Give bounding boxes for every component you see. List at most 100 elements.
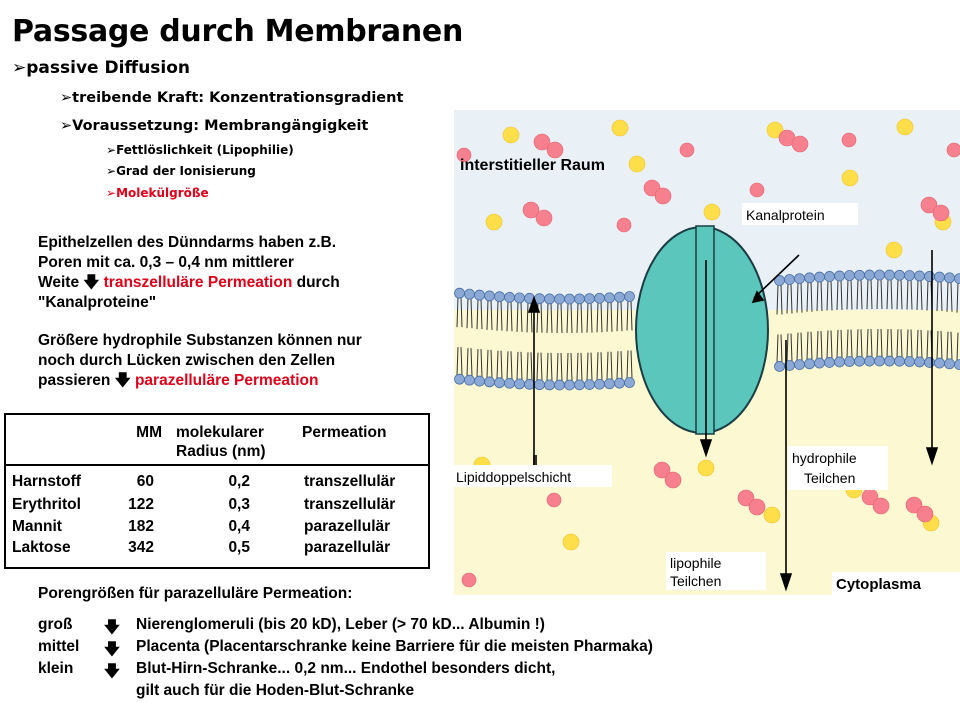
label-teilchen: Teilchen [670,573,721,589]
lipid-tail [896,329,899,358]
lipid-tail [460,297,463,328]
lipid-tail [556,352,559,382]
lipid-tail [896,279,899,310]
lipid-head [624,377,635,388]
lipid-tail [870,329,873,358]
permeation-table: MM molekularer Radius (nm) Permeation Ha… [4,413,430,569]
lipid-tail [920,279,923,310]
bullet-text: Voraussetzung: Membrangängigkeit [72,118,369,134]
lipid-tail [880,278,883,310]
lipid-tail [826,280,829,311]
bullet-ionisierung: ➢Grad der Ionisierung [106,164,256,178]
hydrophilic-particle [946,142,960,158]
lipid-tail [946,281,949,312]
label-hydrophile: hydrophile [792,450,857,466]
lipid-head [564,379,575,391]
lipid-head [844,270,855,281]
lipid-tail [610,301,613,332]
table-cell-name: Erythritol [12,496,81,513]
page-title: Passage durch Membranen [12,14,463,49]
lipid-head [794,359,805,370]
lipid-tail [566,302,569,333]
bullet-arrow-icon: ➢ [60,118,73,134]
arrow-head [751,290,765,304]
hydrophilic-particle [456,147,472,163]
lipid-tail [856,329,859,358]
lipid-tail [820,331,823,360]
lipid-tail [790,333,793,362]
lipid-tail [570,352,573,381]
lipid-head [624,291,635,302]
lipid-head [834,356,845,368]
lipid-tail [956,282,959,313]
lipid-tail [530,352,533,381]
lipid-head [594,378,605,390]
table-cell-permeation: transzellulär [304,496,396,513]
lipid-head [524,378,535,390]
lipid-tail [886,279,889,310]
lipid-head [924,357,935,368]
lipid-head [774,361,785,372]
lipid-tail [586,352,589,381]
lipid-bilayer [454,269,960,391]
lipophilic-particle [697,459,715,477]
bullet-text: Grad der Ionisierung [116,164,256,178]
lipid-tail [786,283,789,314]
pore-size-continuation: gilt auch für die Hoden-Blut-Schranke [136,682,415,699]
lipid-tail [506,351,509,380]
hydrophilic-particle [749,182,765,198]
pore-size-text: Nierenglomeruli (bis 20 kD), Leber (> 70… [136,616,545,633]
highlight-transzellulaer: transzelluläre Permeation [103,274,293,291]
header-mm: MM [136,424,162,441]
table-cell-mm: 182 [128,518,154,535]
lipid-tail [550,302,553,333]
lipid-head [554,293,565,305]
lipid-tail [470,348,473,377]
lipid-head [504,291,515,303]
lipid-head [864,355,875,367]
table-cell-radius: 0,5 [228,539,250,556]
lipid-tail [936,331,939,360]
lipid-tail [956,332,959,361]
lipid-tail [876,328,879,358]
label-lipophile: lipophile [670,555,722,571]
lipid-tail [500,350,503,379]
text-line: Weite 🡇 transzelluläre Permeation durch [38,273,438,293]
lipid-tail [590,302,593,333]
lipid-head [464,288,475,300]
hydrophilic-particle [679,142,695,158]
lipid-tail [590,352,593,381]
lipid-tail [810,281,813,312]
hydrophilic-particle [654,187,672,205]
pores-heading: Porengrößen für parazelluläre Permeation… [38,585,353,602]
lipid-tail [780,284,783,315]
table-cell-radius: 0,4 [228,518,250,535]
down-arrow-icon: 🡇 [104,641,120,658]
lipophilic-particle [562,533,580,551]
lipid-head [584,293,595,304]
lipophilic-particle [502,126,520,144]
lipid-tail [456,297,459,328]
lipid-head [894,269,905,281]
lipid-tail [480,299,483,330]
hydrophilic-particle [546,141,564,159]
paragraph-hydrophile-substanzen: Größere hydrophile Substanzen können nur… [38,331,438,391]
lipid-tail [820,281,823,312]
lipid-tail [526,302,529,333]
hydrophilic-particle [872,497,890,515]
lipid-tail [840,329,843,358]
hydrophilic-particle [522,201,540,219]
hydrophilic-particle [916,505,934,523]
lipid-tail [926,330,929,359]
lipid-tail [596,352,599,381]
lipid-tail [466,298,469,329]
lipid-tail [540,302,543,333]
bullet-arrow-icon: ➢ [106,164,117,178]
lipid-tail [910,329,913,358]
lipid-head [824,357,835,368]
lipid-tail [480,349,483,378]
lipid-head [804,358,815,370]
hydrophilic-particle [748,498,766,516]
lipid-tail [856,279,859,310]
bullet-arrow-icon: ➢ [60,90,73,106]
